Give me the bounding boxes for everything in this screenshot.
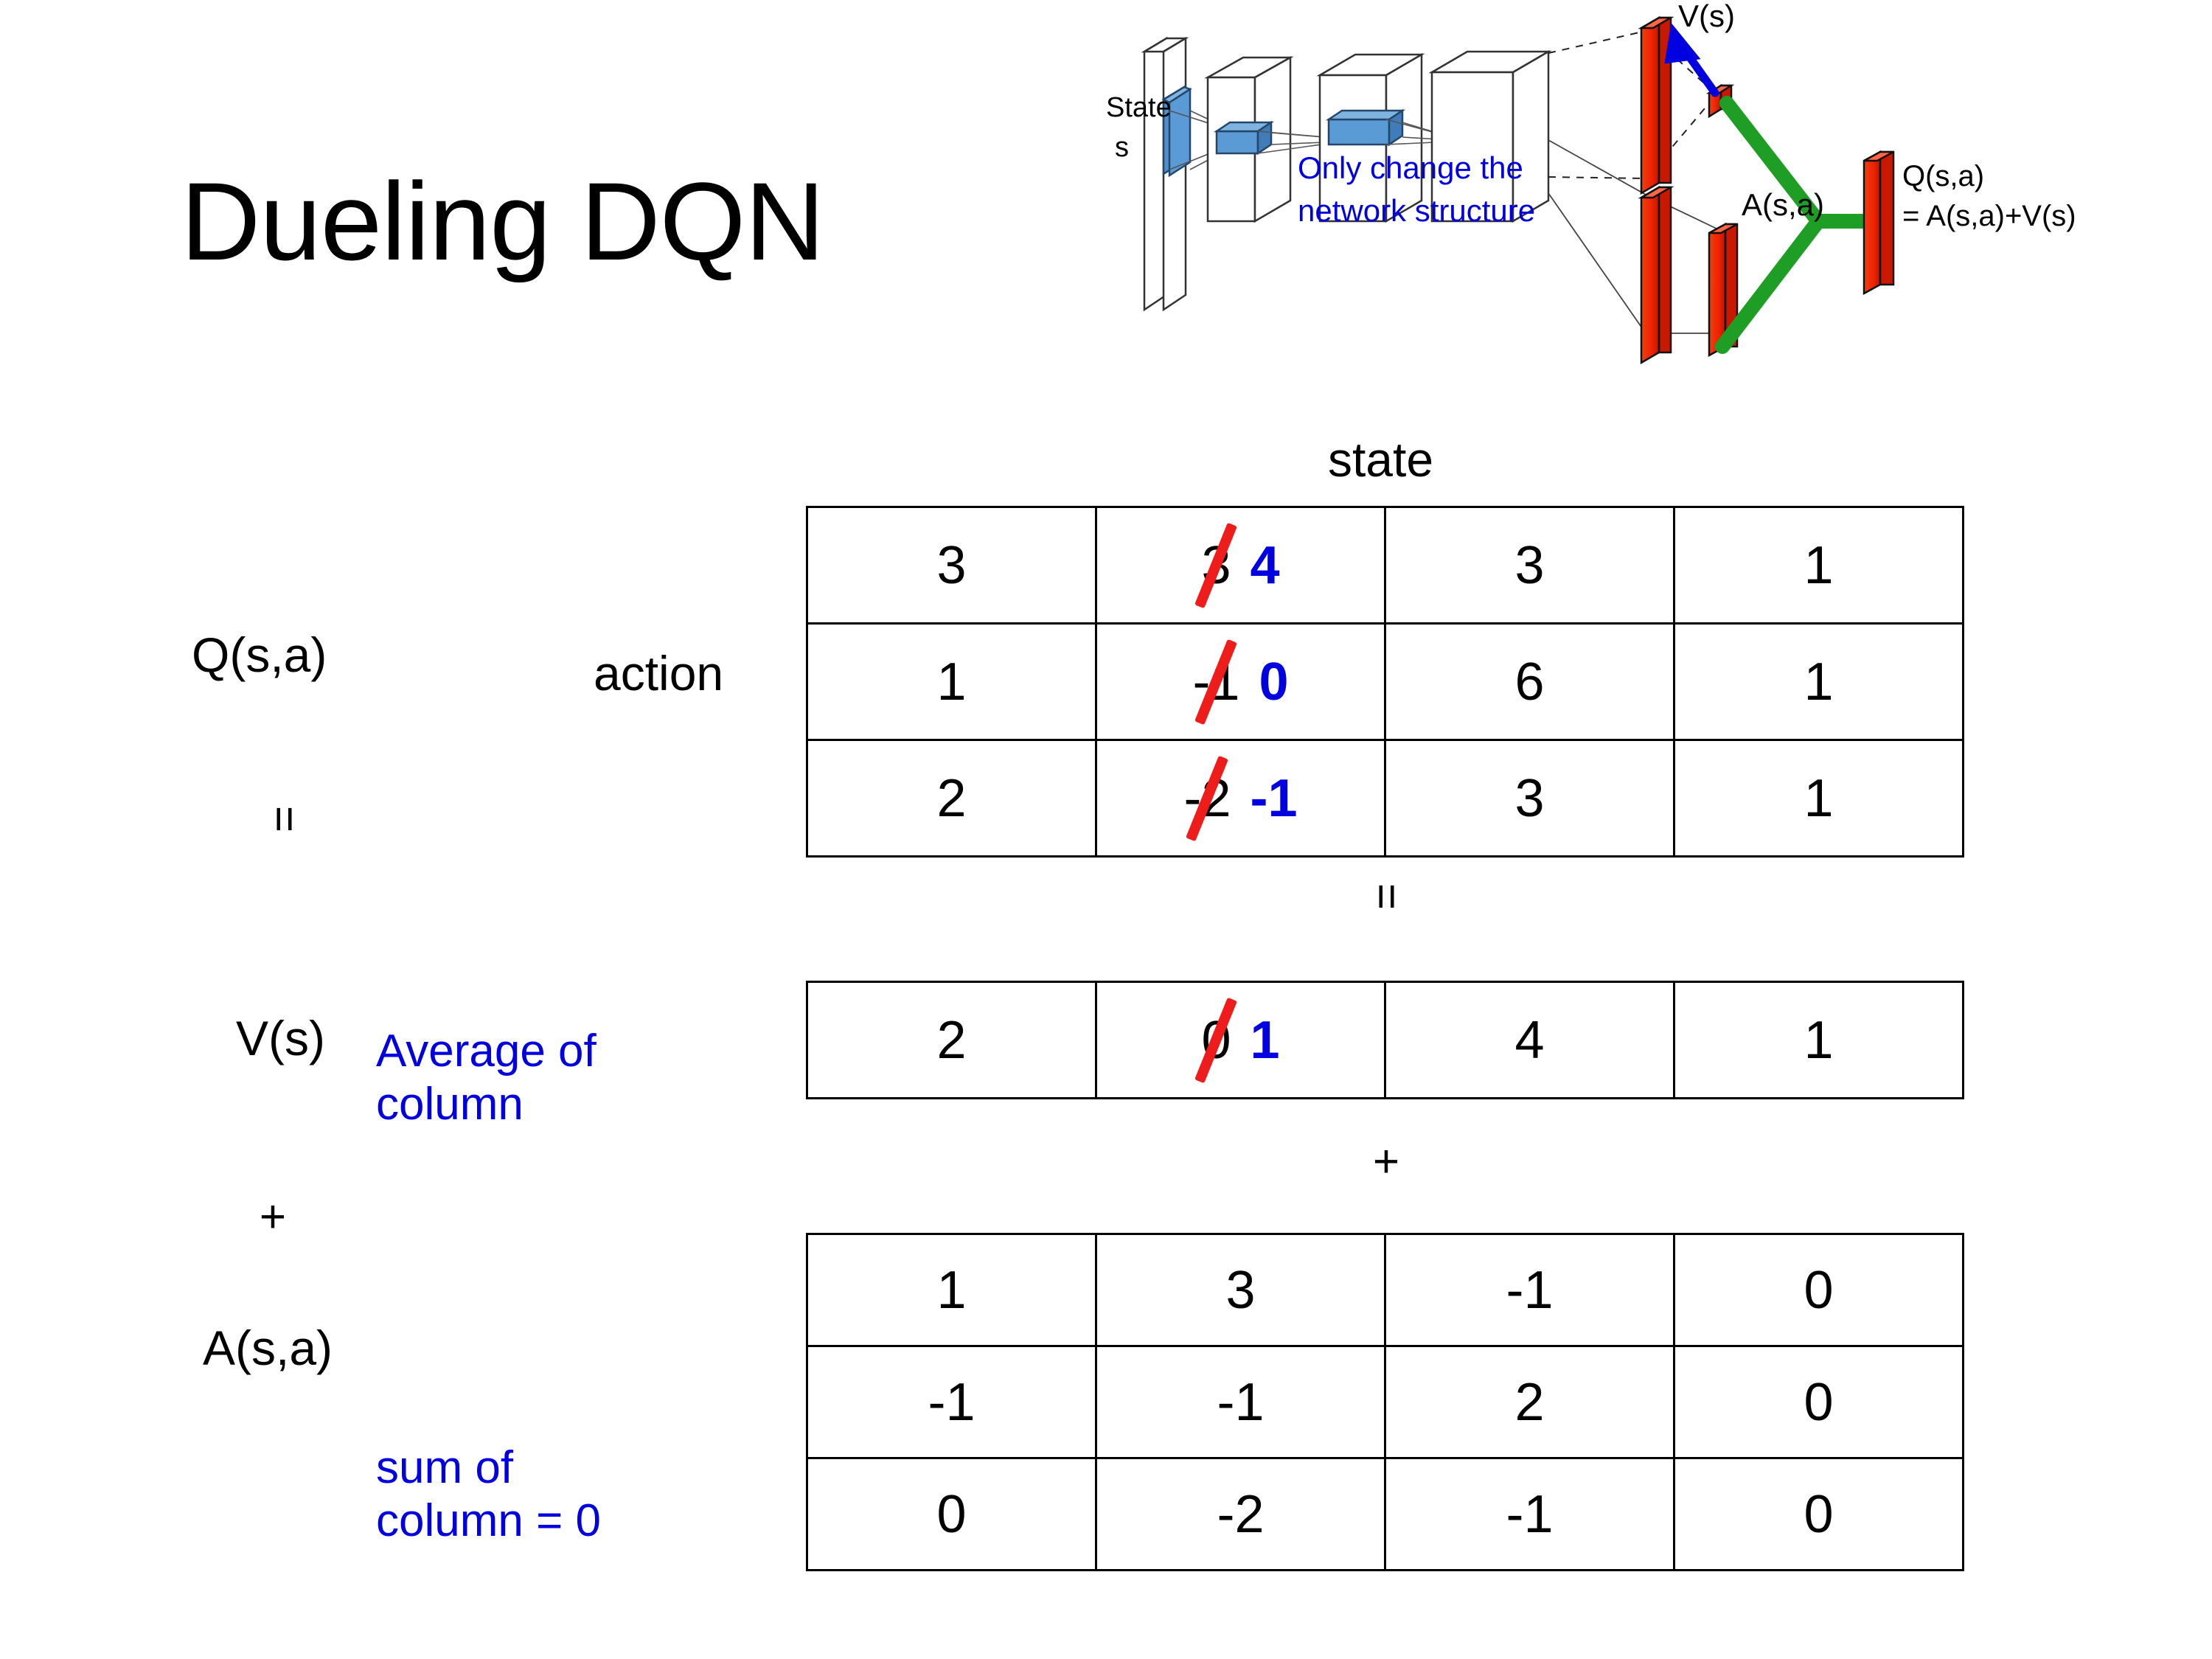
diagram-state-label-line2: s <box>1115 132 1129 163</box>
a-cell-r1c1: -1 <box>1095 1345 1386 1459</box>
table-row: 1 -1 0 6 1 <box>806 622 1964 741</box>
q-cell-r0c1: 3 4 <box>1095 506 1386 625</box>
corrected-value: 0 <box>1259 652 1289 712</box>
sum-of-column-note: sum of column = 0 <box>376 1441 601 1548</box>
a-cell-r0c0: 1 <box>806 1233 1097 1347</box>
corrected-value: -1 <box>1250 768 1298 828</box>
a-cell-r2c0: 0 <box>806 1457 1097 1571</box>
a-function-label: A(s,a) <box>203 1321 333 1375</box>
q-function-label: Q(s,a) <box>192 627 327 682</box>
diagram-state-label-line1: State <box>1106 92 1172 123</box>
state-axis-label: state <box>1327 432 1434 487</box>
a-table: 1 3 -1 0 -1 -1 2 0 0 -2 -1 0 <box>806 1233 1964 1571</box>
diagram-q-output-label-line2: = A(s,a)+V(s) <box>1902 200 2076 232</box>
v-cell-c1: 0 1 <box>1095 981 1386 1099</box>
sum-note-line1: sum of <box>376 1442 514 1493</box>
q-cell-r0c2: 3 <box>1384 506 1675 625</box>
q-cell-r1c2: 6 <box>1384 622 1675 741</box>
v-table: 2 0 1 4 1 <box>806 981 1964 1099</box>
diagram-note-line1: Only change the <box>1298 150 1523 185</box>
diagram-note-line2: network structure <box>1298 193 1535 228</box>
v-cell-c0: 2 <box>806 981 1097 1099</box>
a-cell-r1c0: -1 <box>806 1345 1097 1459</box>
struck-value: 0 <box>1194 997 1238 1083</box>
struck-value: 3 <box>1194 522 1238 608</box>
v-cell-c2: 4 <box>1384 981 1675 1099</box>
q-cell-r0c3: 1 <box>1673 506 1964 625</box>
plus-operator-middle: + <box>1372 1136 1400 1187</box>
struck-value: -1 <box>1192 639 1239 725</box>
q-cell-r1c0: 1 <box>806 622 1097 741</box>
a-cell-r2c1: -2 <box>1095 1457 1386 1571</box>
corrected-value: 1 <box>1250 1010 1280 1070</box>
q-cell-r2c1: -2 -1 <box>1095 739 1386 858</box>
action-axis-label: action <box>594 646 724 700</box>
table-row: 1 3 -1 0 <box>806 1233 1964 1347</box>
q-table: 3 3 4 3 1 1 -1 <box>806 506 1964 858</box>
dueling-network-diagram: State s Only change the network structur… <box>1099 0 2212 413</box>
sum-note-line2: column = 0 <box>376 1495 602 1546</box>
q-cell-r2c3: 1 <box>1673 739 1964 858</box>
v-cell-c3: 1 <box>1673 981 1964 1099</box>
q-cell-r2c0: 2 <box>806 739 1097 858</box>
average-note-line1: Average of <box>376 1026 597 1077</box>
a-cell-r2c2: -1 <box>1384 1457 1675 1571</box>
q-cell-r2c2: 3 <box>1384 739 1675 858</box>
page-title: Dueling DQN <box>181 159 825 283</box>
equals-operator-left: = <box>259 805 310 833</box>
table-row: 2 0 1 4 1 <box>806 981 1964 1099</box>
q-cell-r0c0: 3 <box>806 506 1097 625</box>
a-cell-r2c3: 0 <box>1673 1457 1964 1571</box>
corrected-value: 4 <box>1250 535 1280 595</box>
table-row: 0 -2 -1 0 <box>806 1457 1964 1571</box>
diagram-q-output-label-line1: Q(s,a) <box>1902 160 1984 192</box>
equals-operator-middle: = <box>1361 883 1412 911</box>
a-cell-r1c3: 0 <box>1673 1345 1964 1459</box>
diagram-value-output-label: V(s) <box>1678 0 1735 33</box>
table-row: 3 3 4 3 1 <box>806 506 1964 625</box>
table-row: 2 -2 -1 3 1 <box>806 739 1964 858</box>
plus-operator-left: + <box>259 1192 287 1242</box>
diagram-advantage-output-label: A(s,a) <box>1742 187 1824 222</box>
a-cell-r0c3: 0 <box>1673 1233 1964 1347</box>
struck-value: -2 <box>1183 755 1231 841</box>
a-cell-r1c2: 2 <box>1384 1345 1675 1459</box>
a-cell-r0c1: 3 <box>1095 1233 1386 1347</box>
average-of-column-note: Average of column <box>376 1025 597 1131</box>
average-note-line2: column <box>376 1078 524 1130</box>
table-row: -1 -1 2 0 <box>806 1345 1964 1459</box>
a-cell-r0c2: -1 <box>1384 1233 1675 1347</box>
q-cell-r1c1: -1 0 <box>1095 622 1386 741</box>
q-cell-r1c3: 1 <box>1673 622 1964 741</box>
v-function-label: V(s) <box>236 1011 325 1065</box>
